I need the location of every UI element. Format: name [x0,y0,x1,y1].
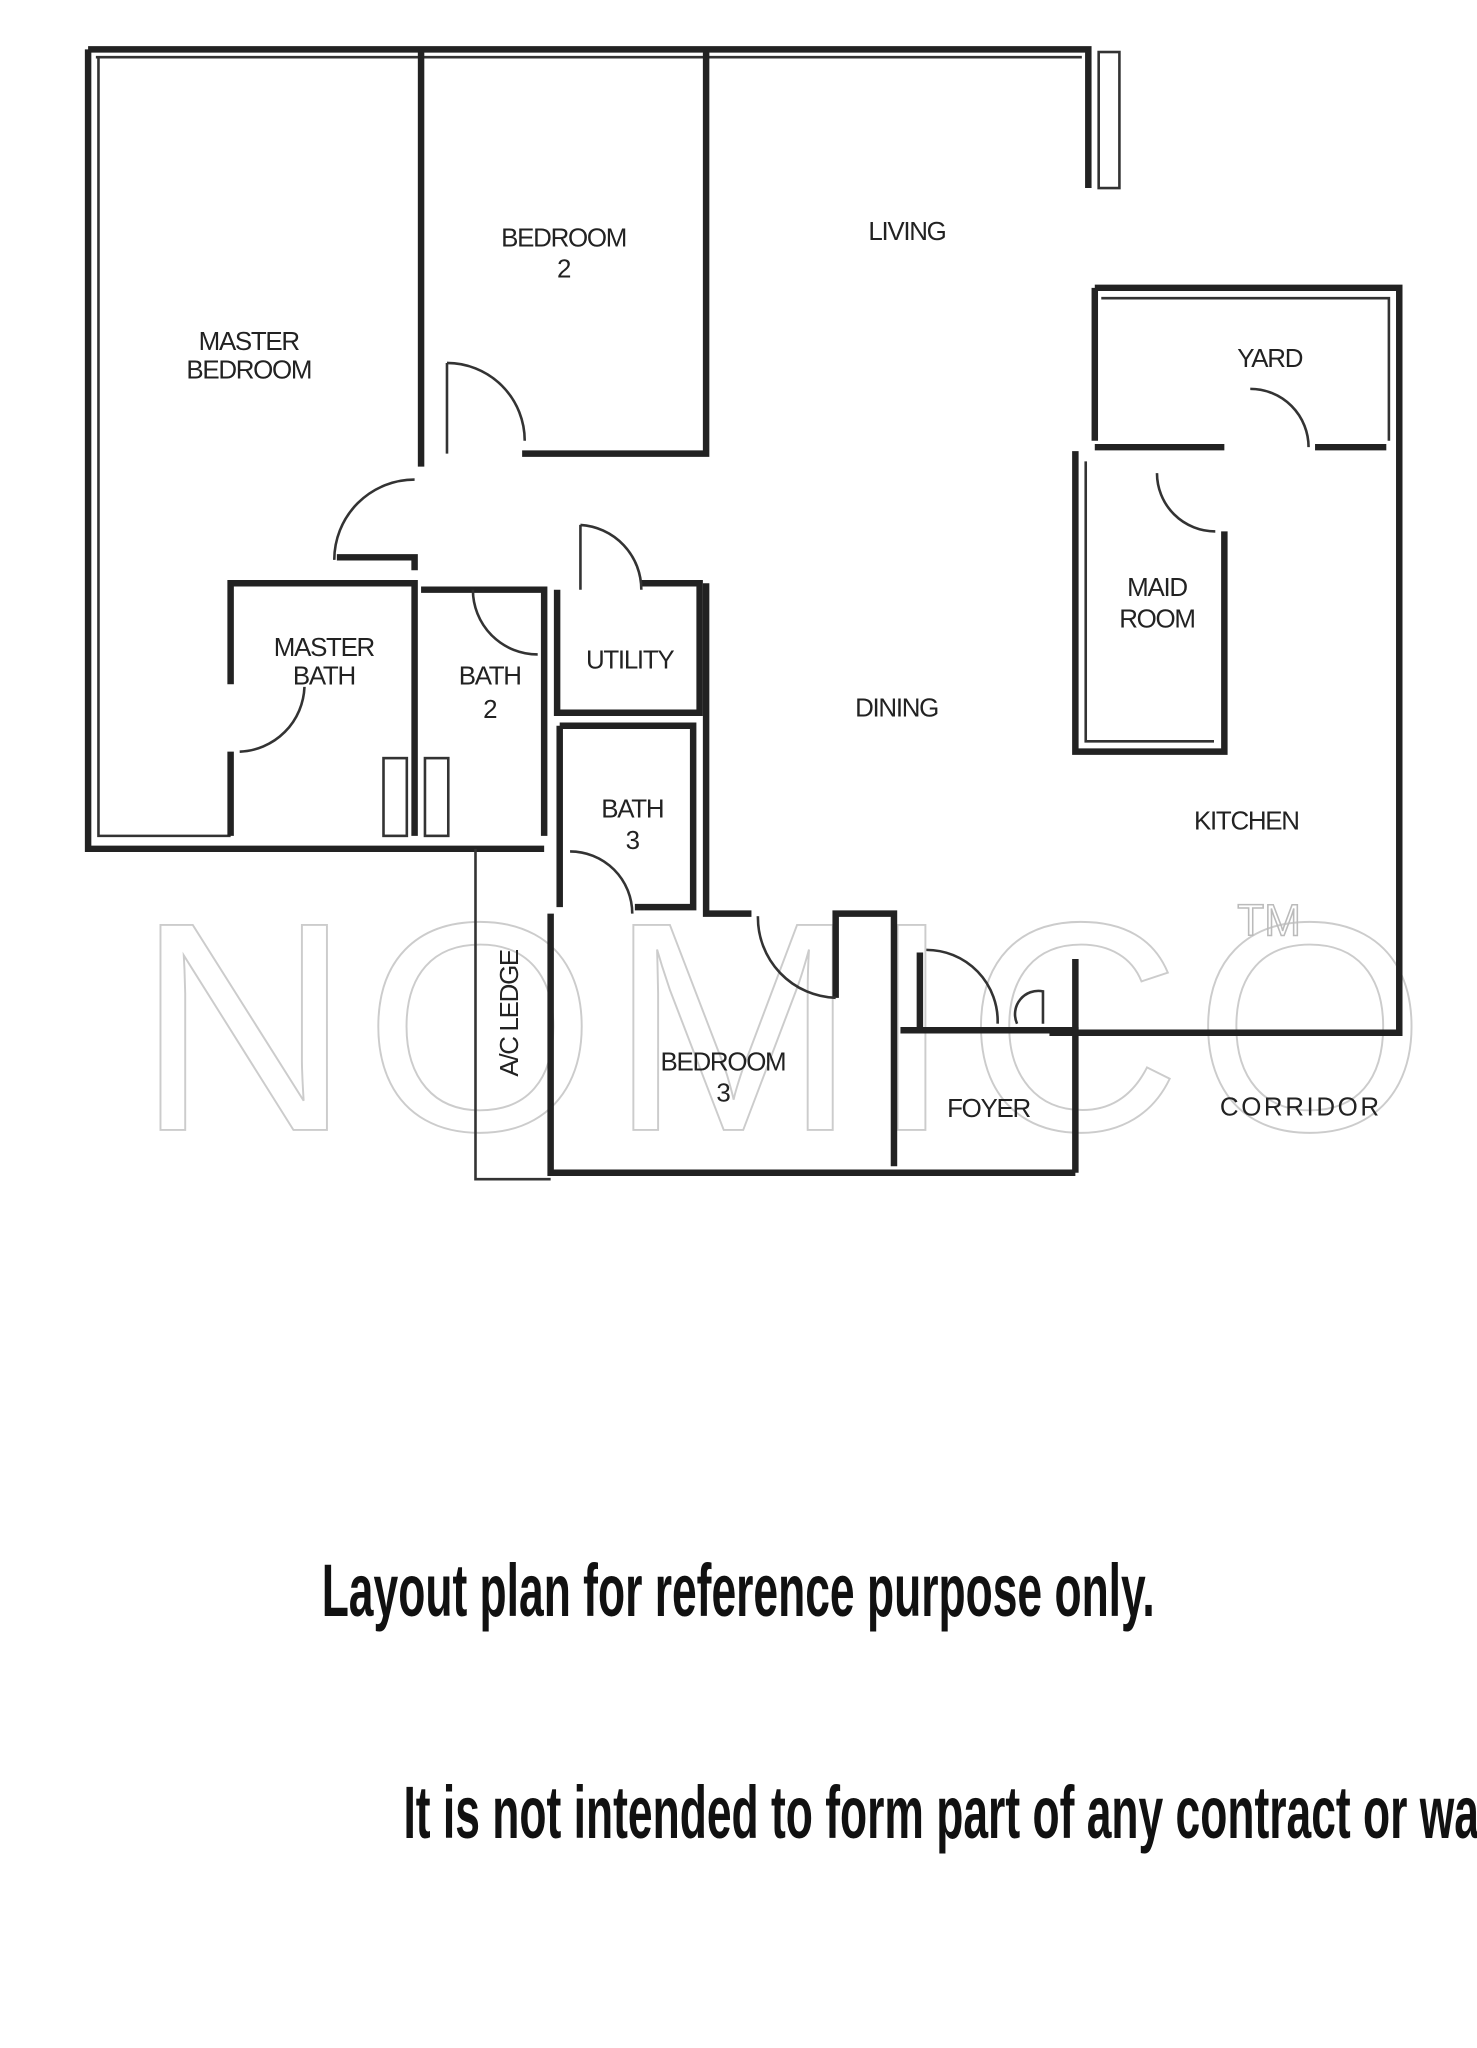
label-kitchen: KITCHEN [1194,807,1299,835]
watermark-logo: NOMICO TM [135,860,1439,1195]
disclaimer-line-1: Layout plan for reference purpose only. [321,1549,1156,1632]
label-living: LIVING [868,218,945,246]
walls [84,46,1403,1181]
label-dining: DINING [855,695,938,723]
label-yard: YARD [1237,345,1302,373]
label-foyer: FOYER [947,1095,1030,1123]
window [1097,50,1121,190]
svg-text:TM: TM [1237,897,1301,946]
label-utility: UTILITY [586,647,674,675]
disclaimer-line-2: It is not intended to form part of any c… [403,1771,1477,1854]
doors [239,361,1310,1025]
svg-text:NOMICO: NOMICO [136,861,1439,1194]
label-ac-ledge: A/C LEDGE [496,949,524,1077]
label-corridor: CORRIDOR [1220,1094,1382,1122]
floor-plan: NOMICO TM [84,46,1439,1195]
